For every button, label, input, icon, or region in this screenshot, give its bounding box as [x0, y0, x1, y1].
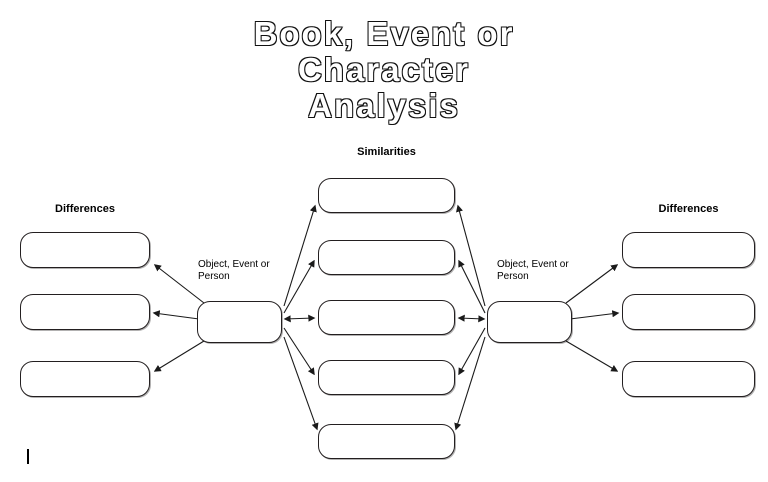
right-hub-label-line-2: Person — [497, 270, 529, 282]
right-hub-box — [487, 301, 572, 343]
right-hub-label: Object, Event or Person — [497, 259, 569, 282]
page-title: Book, Event or Character Analysis — [0, 15, 768, 125]
left-hub-label-line-1: Object, Event or — [198, 259, 270, 270]
left-differences-label: Differences — [55, 203, 115, 215]
right-hub-label-line-1: Object, Event or — [497, 259, 569, 270]
right-difference-box-3 — [622, 361, 755, 397]
left-difference-box-3 — [20, 361, 150, 397]
similarity-box-5 — [318, 424, 455, 459]
left-difference-box-1 — [20, 232, 150, 268]
title-line-3: Analysis — [307, 87, 460, 125]
left-hub-box — [197, 301, 282, 343]
similarity-box-4 — [318, 360, 455, 395]
similarities-label: Similarities — [357, 146, 416, 158]
left-hub-label-line-2: Person — [198, 270, 230, 282]
left-difference-box-2 — [20, 294, 150, 330]
similarity-box-1 — [318, 178, 455, 213]
similarity-box-3 — [318, 300, 455, 335]
right-difference-box-1 — [622, 232, 755, 268]
right-differences-label: Differences — [658, 203, 719, 215]
right-difference-box-2 — [622, 294, 755, 330]
stray-mark — [27, 449, 29, 464]
similarity-box-2 — [318, 240, 455, 275]
title-line-1: Book, Event or — [253, 15, 515, 53]
left-hub-label: Object, Event or Person — [198, 259, 270, 282]
title-line-2: Character — [297, 51, 471, 89]
